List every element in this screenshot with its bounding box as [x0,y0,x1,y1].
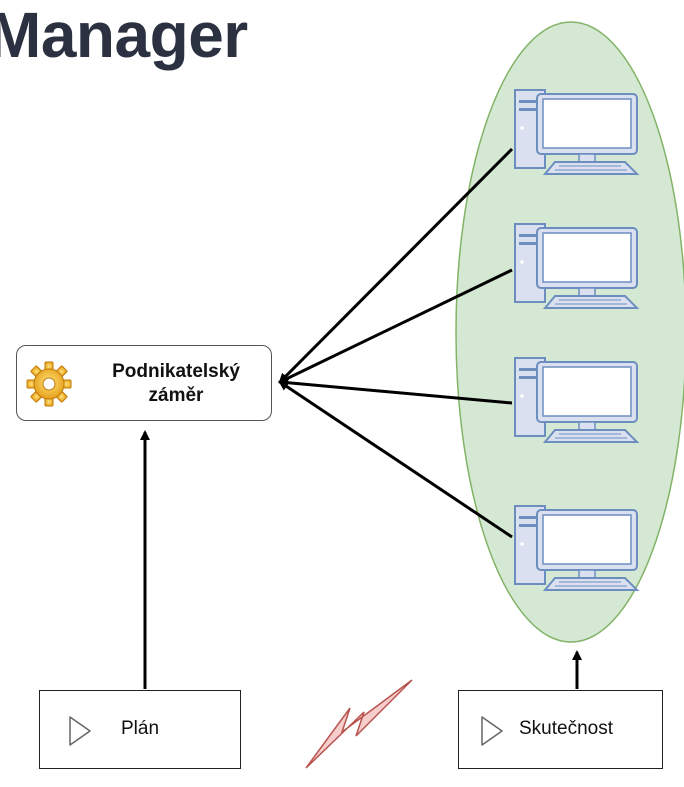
lightning-icon [305,679,413,769]
gear-icon [26,361,72,407]
play-triangle-icon [69,716,91,746]
reality-label: Skutečnost [519,718,613,739]
connector-computer-2 [278,268,513,384]
play-triangle-icon [481,716,503,746]
connector-computer-4 [278,380,513,539]
connector-computer-1 [278,147,514,384]
computer-3-icon [514,357,638,443]
computer-4-icon [514,505,638,591]
computer-2-icon [514,223,638,309]
business-plan-node[interactable]: Podnikatelský záměr [16,345,272,421]
page-title: Manager [0,0,248,71]
reality-node[interactable]: Skutečnost [458,690,663,769]
business-plan-label-line1: Podnikatelský [112,361,240,382]
business-plan-label-line2: záměr [148,385,204,406]
computer-cluster [455,21,684,643]
plan-label: Plán [121,718,160,739]
computer-1-icon [514,89,638,175]
plan-node[interactable]: Plán [39,690,241,769]
connector-computer-3 [278,377,513,405]
business-plan-label: Podnikatelský záměr [91,360,261,408]
